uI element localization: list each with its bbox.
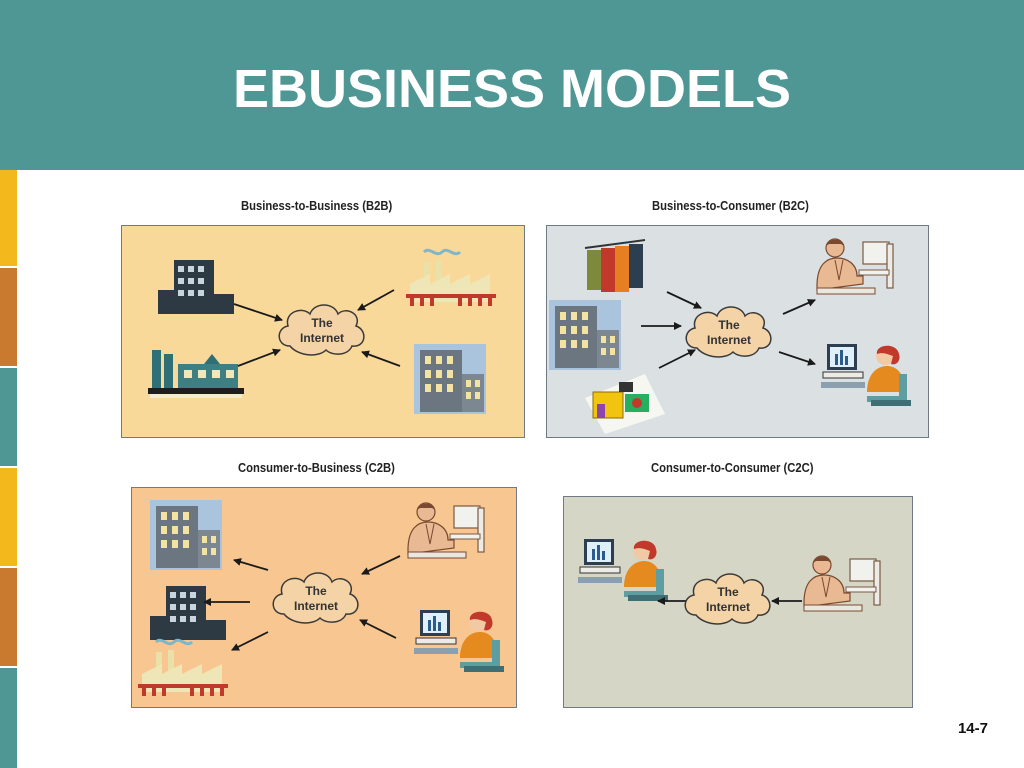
arrow (361, 555, 401, 575)
cloud-label-the: The (305, 584, 327, 598)
woman-at-computer-icon (413, 609, 505, 673)
slide-title: EBUSINESS MODELS (232, 59, 792, 119)
sidebar-segment (0, 268, 17, 366)
page-number: 14-7 (957, 720, 988, 737)
arrow (233, 558, 269, 571)
arrow (778, 351, 816, 366)
b2c-panel: The Internet (546, 225, 929, 438)
office-building-icon (414, 344, 486, 414)
clothing-rack-icon (580, 239, 648, 301)
arrow (357, 289, 395, 311)
cloud-label-the: The (718, 318, 740, 332)
factory-icon (136, 638, 230, 698)
cloud-label-the: The (717, 585, 739, 599)
woman-at-computer-icon (820, 343, 912, 407)
arrow (233, 303, 283, 322)
office-building-icon (549, 300, 621, 370)
sidebar-segment (0, 170, 17, 266)
cloud-label-the: The (311, 316, 333, 330)
sidebar-segment (0, 368, 17, 466)
arrow (658, 349, 696, 369)
b2c-label: Business-to-Consumer (B2C) (652, 199, 809, 213)
c2c-diagram: The Internet (577, 538, 881, 625)
office-building-icon (150, 500, 222, 570)
factory-icon (404, 248, 498, 308)
b2c-diagram: The Internet (549, 238, 912, 435)
arrow (361, 350, 401, 367)
arrow (782, 299, 816, 315)
c2b-panel: The Internet (131, 487, 517, 708)
man-at-computer-icon (407, 502, 485, 559)
b2b-diagram: The Internet (148, 248, 498, 414)
arrow (666, 291, 702, 309)
cloud-label-internet: Internet (707, 333, 751, 347)
cloud-label-internet: Internet (300, 331, 344, 345)
woman-at-computer-icon (577, 538, 669, 602)
arrow (237, 348, 281, 367)
cloud-label-internet: Internet (706, 600, 750, 614)
b2b-label: Business-to-Business (B2B) (241, 199, 393, 213)
office-tower-icon (150, 586, 226, 640)
sidebar-segment (0, 568, 17, 666)
sidebar-segment (0, 668, 17, 768)
groceries-icon (584, 373, 666, 435)
factory-plant-icon (148, 350, 244, 398)
man-at-computer-icon (816, 238, 894, 295)
arrow (231, 631, 269, 651)
c2c-label: Consumer-to-Consumer (C2C) (651, 461, 814, 475)
title-bar: EBUSINESS MODELS (0, 0, 1024, 170)
c2c-panel: The Internet (563, 496, 913, 708)
b2b-panel: The Internet (121, 225, 525, 438)
sidebar-segment (0, 468, 17, 566)
arrow (359, 619, 397, 639)
sidebar-color-strip (0, 170, 17, 768)
c2b-label: Consumer-to-Business (C2B) (238, 461, 395, 475)
cloud-label-internet: Internet (294, 599, 338, 613)
c2b-diagram: The Internet (136, 500, 505, 698)
office-tower-icon (158, 260, 234, 314)
man-at-computer-icon (803, 555, 881, 612)
